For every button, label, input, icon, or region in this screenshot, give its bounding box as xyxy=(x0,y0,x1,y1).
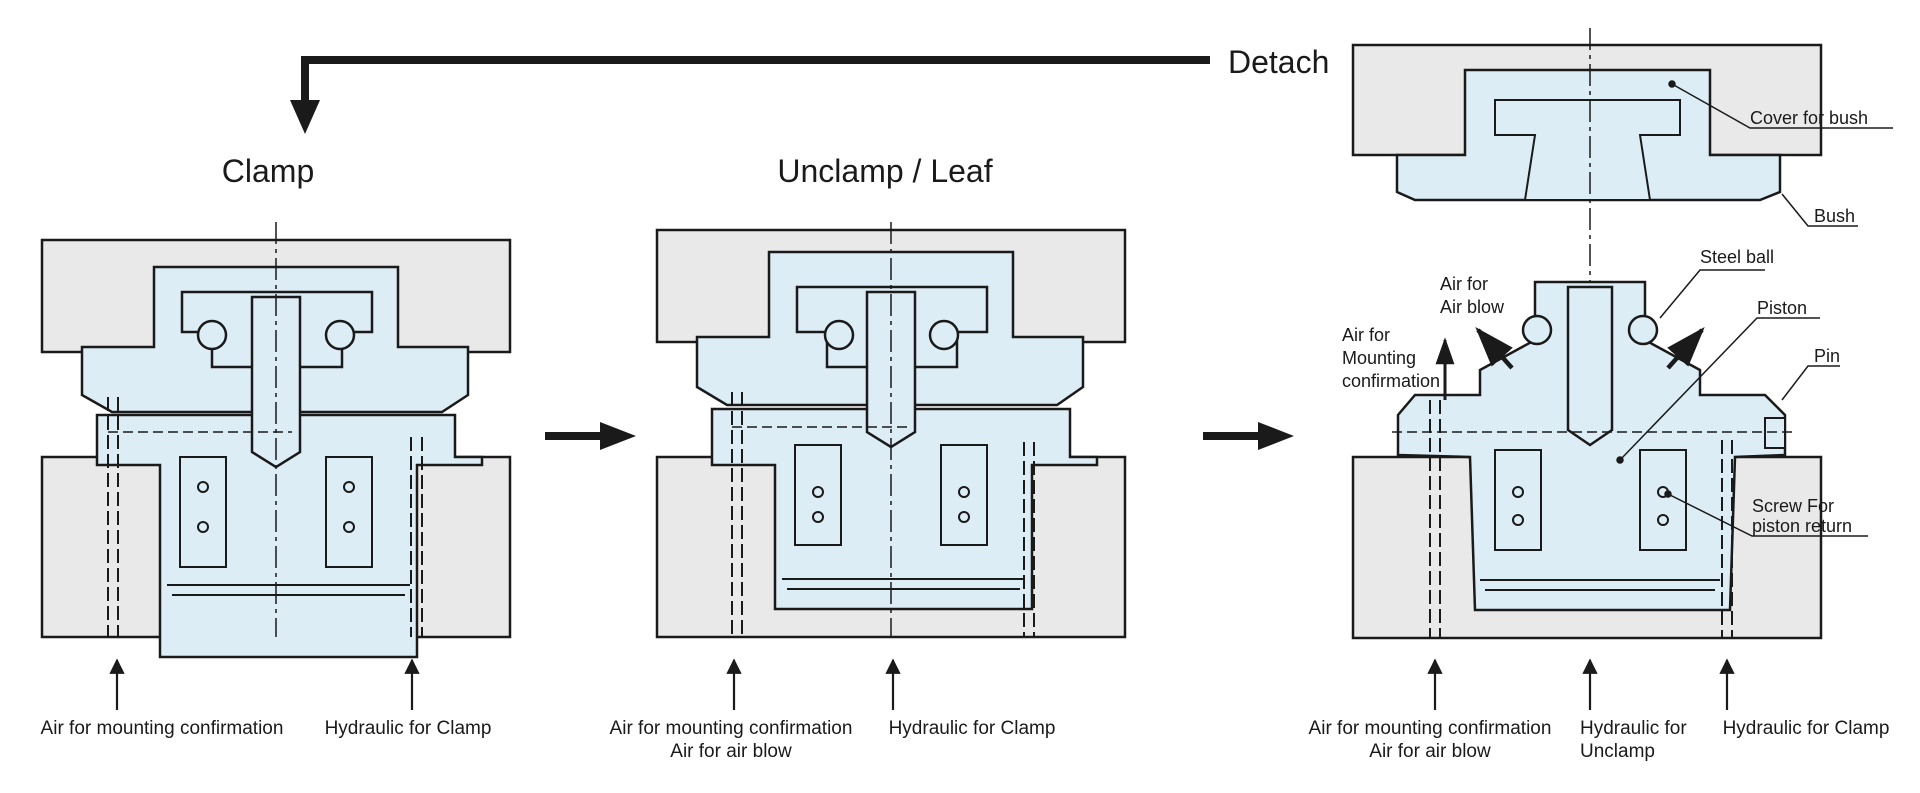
label-p3-air-blow: Air for air blow xyxy=(1369,741,1491,762)
label-p2-hydraulic-clamp: Hydraulic for Clamp xyxy=(889,718,1056,739)
panel-clamp xyxy=(40,222,512,659)
callout-leaders xyxy=(1616,80,1893,537)
steel-ball-left xyxy=(1521,314,1553,346)
callout-screw-1: Screw For xyxy=(1752,496,1834,516)
label-p1-hydraulic-clamp: Hydraulic for Clamp xyxy=(325,718,492,739)
step-arrow-1 xyxy=(545,422,636,450)
label-p2-air-mounting: Air for mounting confirmation xyxy=(610,718,853,739)
label-p3-air-mounting: Air for mounting confirmation xyxy=(1309,718,1552,739)
pin xyxy=(1764,417,1786,449)
callout-mounting-1: Air for xyxy=(1342,325,1390,345)
panel-title-unclamp: Unclamp / Leaf xyxy=(777,153,992,189)
label-p3-hydraulic-clamp: Hydraulic for Clamp xyxy=(1723,718,1890,739)
panel-detached xyxy=(1351,28,1823,640)
callout-piston: Piston xyxy=(1757,298,1807,318)
label-p2-air-blow: Air for air blow xyxy=(670,741,792,762)
detach-arrow xyxy=(290,56,1210,134)
callout-pin: Pin xyxy=(1814,346,1840,366)
panel-unclamp xyxy=(655,222,1127,639)
supply-arrows xyxy=(109,658,1735,710)
label-p1-air-mounting: Air for mounting confirmation xyxy=(41,718,284,739)
detach-label: Detach xyxy=(1228,44,1329,80)
label-p3-hydraulic-unclamp-1: Hydraulic for xyxy=(1580,718,1687,739)
callout-bush: Bush xyxy=(1814,206,1855,226)
callout-airblow-2: Air blow xyxy=(1440,297,1505,317)
callout-steel-ball: Steel ball xyxy=(1700,247,1774,267)
callout-airblow-1: Air for xyxy=(1440,274,1488,294)
label-p3-hydraulic-unclamp-2: Unclamp xyxy=(1580,741,1655,762)
callout-mounting-3: confirmation xyxy=(1342,371,1440,391)
steel-ball-right xyxy=(1627,314,1659,346)
center-piston xyxy=(1566,285,1614,447)
panel-title-clamp: Clamp xyxy=(222,153,314,189)
step-arrow-2 xyxy=(1203,422,1294,450)
callout-cover-for-bush: Cover for bush xyxy=(1750,108,1868,128)
callout-screw-2: piston return xyxy=(1752,516,1852,536)
callout-mounting-2: Mounting xyxy=(1342,348,1416,368)
